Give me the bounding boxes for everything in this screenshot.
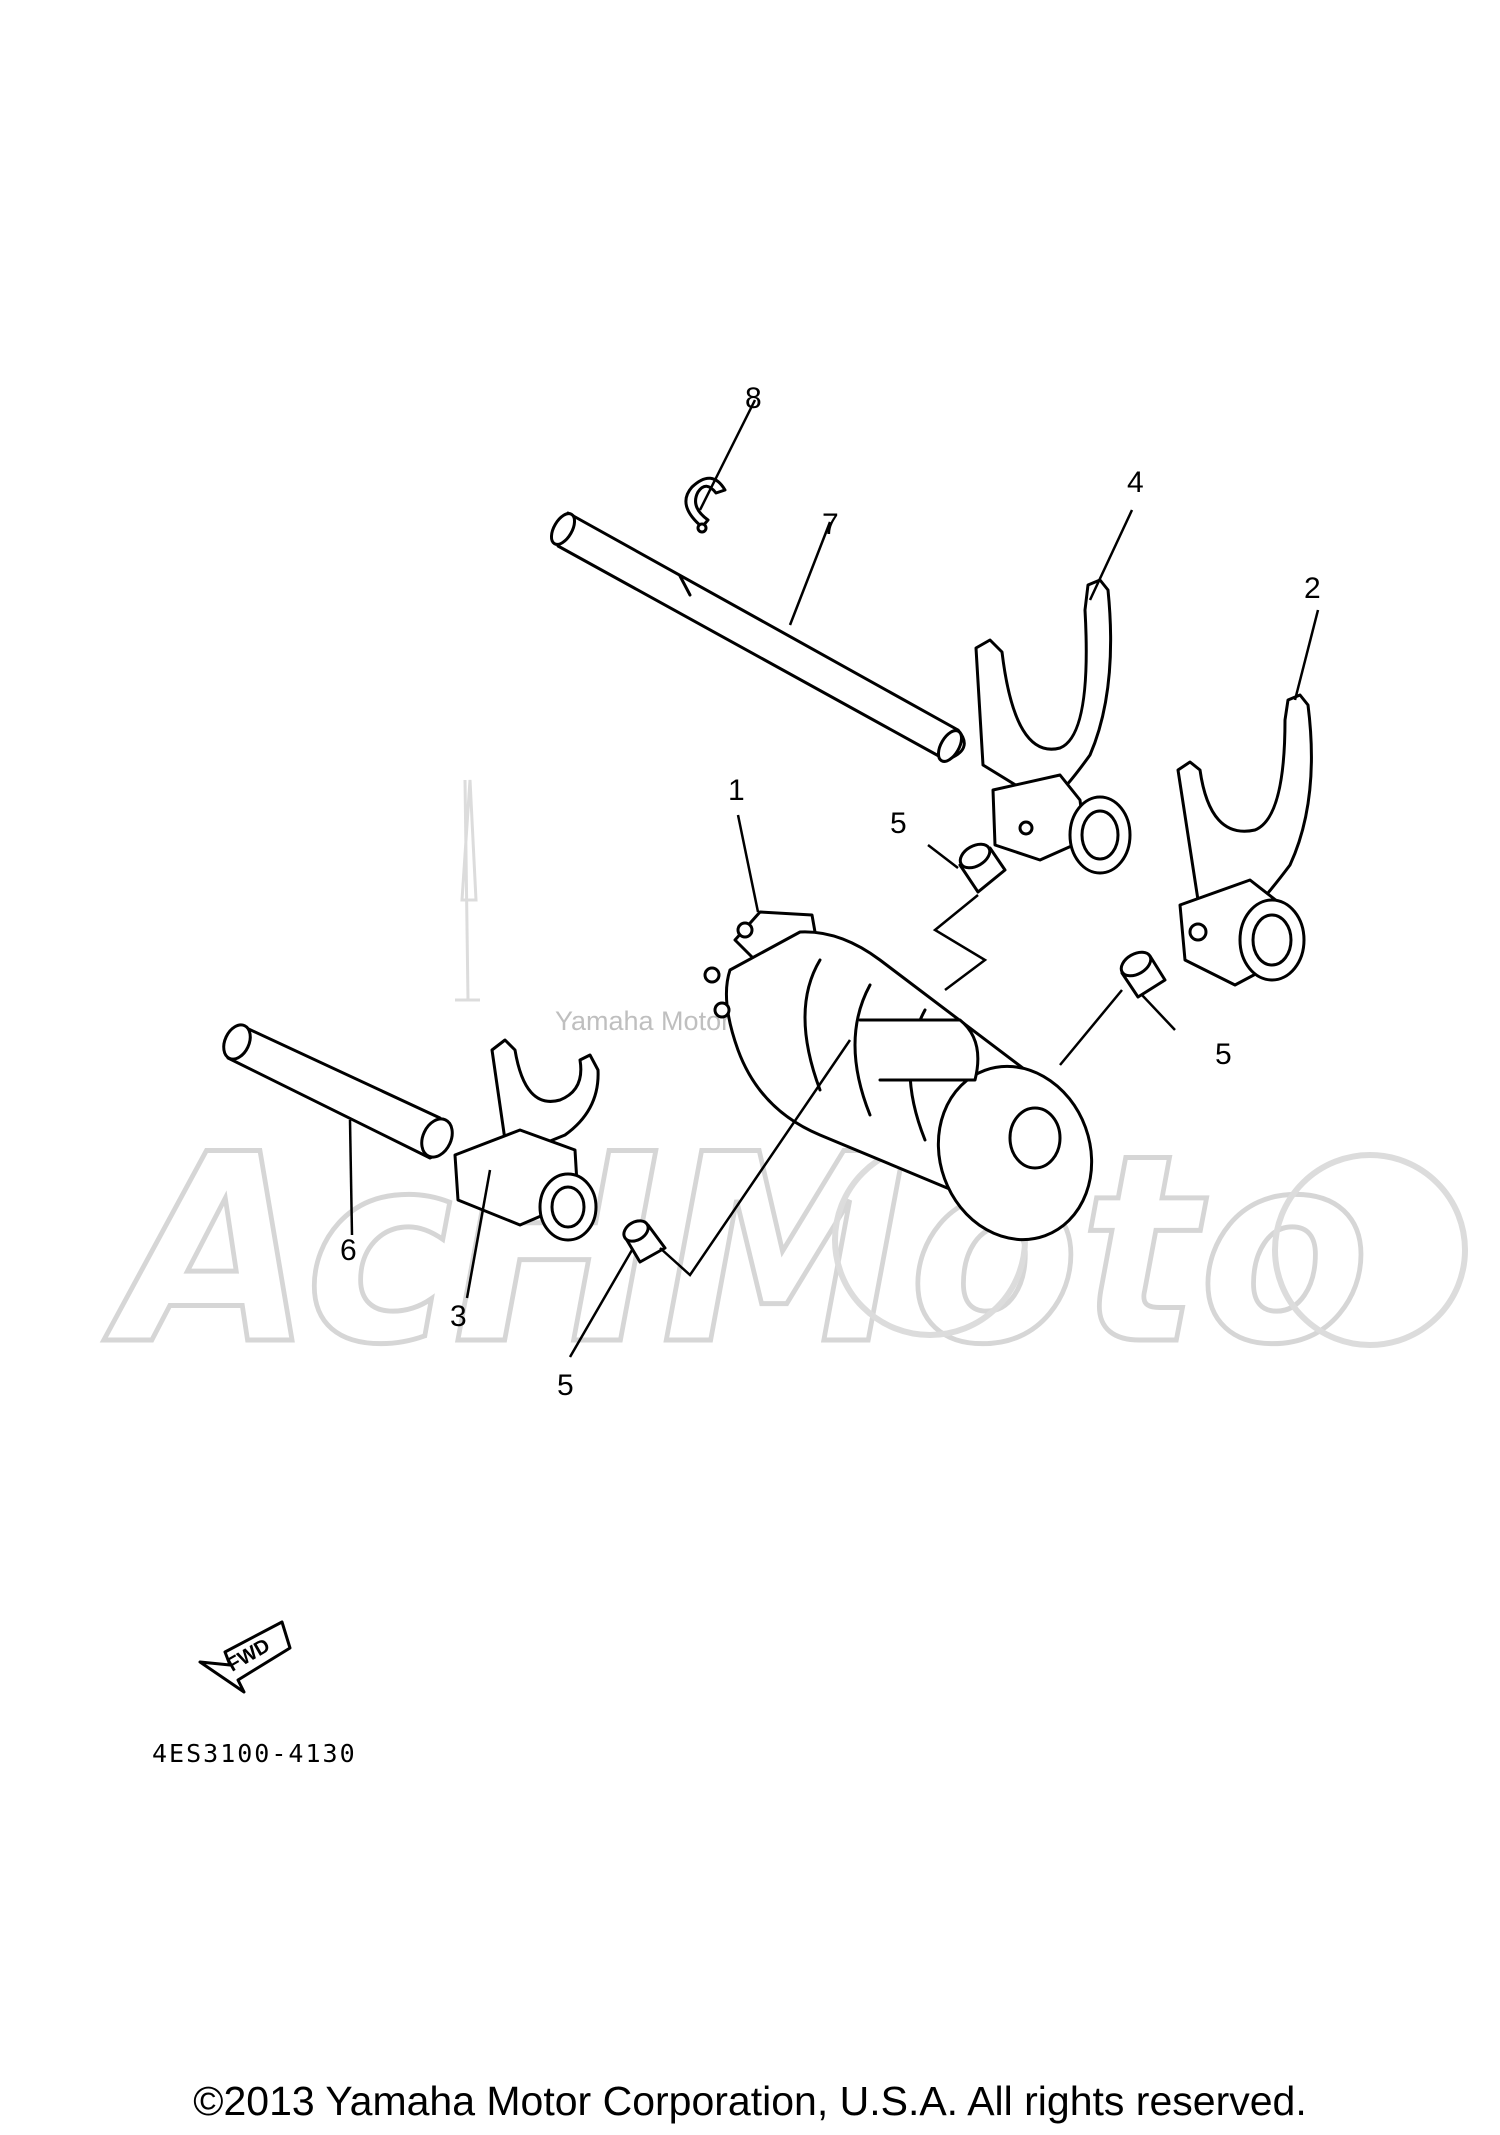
callout-3: 3 xyxy=(450,1300,467,1333)
circlip-8 xyxy=(684,476,727,534)
fwd-arrow-icon: FWD xyxy=(198,1620,292,1694)
copyright-notice: ©2013 Yamaha Motor Corporation, U.S.A. A… xyxy=(193,2078,1307,2124)
shaft-7 xyxy=(549,511,966,763)
callout-5-top: 5 xyxy=(890,807,907,840)
callout-7: 7 xyxy=(822,508,839,541)
watermark-brand: AcHMoto xyxy=(101,1100,1370,1402)
shift-drum-1 xyxy=(703,910,1094,1242)
diagram-code: 4ES3100-4130 xyxy=(152,1739,357,1768)
dowel-pin-5b xyxy=(1119,950,1167,999)
dowel-pin-5c xyxy=(622,1219,667,1264)
shift-fork-2 xyxy=(1176,693,1313,987)
guide-bar-6 xyxy=(222,1023,454,1160)
callout-8: 8 xyxy=(745,382,762,415)
dowel-pin-5a xyxy=(958,842,1007,894)
callout-5-bottom: 5 xyxy=(557,1369,574,1402)
leader-lines xyxy=(348,399,1320,1358)
callout-1: 1 xyxy=(728,774,745,807)
callouts: 8 7 4 2 1 5 5 6 3 5 xyxy=(340,382,1321,1402)
callout-6: 6 xyxy=(340,1234,357,1267)
callout-2: 2 xyxy=(1304,572,1321,605)
shift-fork-3 xyxy=(453,1038,600,1242)
shift-fork-4 xyxy=(974,578,1132,875)
callout-5-right: 5 xyxy=(1215,1038,1232,1071)
callout-4: 4 xyxy=(1127,466,1144,499)
